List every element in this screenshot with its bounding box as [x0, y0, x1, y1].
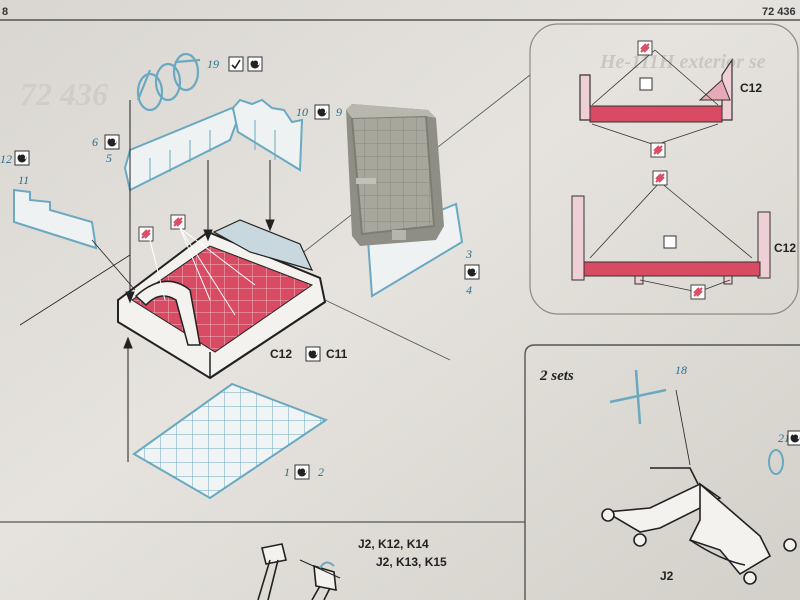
faded-code-text: 72 436 [20, 76, 108, 112]
glue-drop-icon [104, 134, 120, 150]
glue-drop-icon [314, 104, 330, 120]
paint-chip-icon [639, 77, 653, 91]
part-number-11: 11 [18, 173, 29, 187]
paint-chip-icon [138, 226, 154, 242]
part-9-rear-panel [231, 98, 304, 172]
part-number-10: 10 [296, 105, 308, 119]
bend-check-icon [228, 56, 244, 72]
part-number-3: 3 [465, 247, 472, 261]
part-number-9: 9 [336, 105, 342, 119]
part-ref-c11-tub: C11 [326, 347, 348, 361]
part-number-21: 21 [778, 431, 790, 445]
part-ref-c12-lower: C12 [774, 241, 796, 255]
paint-chip-icon [652, 170, 668, 186]
tray-detail-lower [571, 170, 771, 300]
faded-title-text: He-111H exterior se [599, 51, 766, 73]
assembly-arrows [19, 100, 275, 462]
paint-chip-icon [170, 214, 186, 230]
photo-etch-strap [319, 561, 335, 569]
detail-leader-line [324, 299, 451, 361]
part-number-18: 18 [675, 363, 687, 377]
part-number-1: 1 [284, 465, 290, 479]
glue-drop-icon [787, 430, 800, 446]
part-1-floor-plate [132, 382, 329, 500]
part-number-2: 2 [318, 465, 324, 479]
detail-panel-top-right [529, 23, 799, 315]
part-ref-j2-frame: J2 [660, 569, 674, 583]
part-11-side-plate [13, 188, 98, 250]
part-21-disc [768, 449, 784, 475]
part-18-cross [609, 369, 667, 425]
tray-detail-upper [579, 40, 733, 158]
part-19-bracket [136, 52, 201, 112]
assembly-arrow [675, 389, 691, 466]
paint-chip-icon [690, 284, 706, 300]
part-ref-c12-upper: C12 [740, 81, 762, 95]
paint-chip-icon [637, 40, 653, 56]
page-number-left: 8 [2, 6, 8, 18]
part-ref-c12-tub: C12 [270, 347, 292, 361]
glue-drop-icon [247, 56, 263, 72]
paint-chip-icon [663, 235, 677, 249]
strut-parts [257, 543, 341, 600]
step-panel-two-sets [524, 344, 800, 600]
part-ref-list-1: J2, K12, K14 [358, 537, 429, 551]
glue-drop-icon [14, 150, 30, 166]
page-number-right: 72 436 [762, 6, 796, 18]
glue-drop-icon [305, 346, 321, 362]
paint-leader-lines [149, 227, 256, 316]
cockpit-tub-assembly [117, 219, 327, 380]
part-number-12: 12 [0, 152, 12, 166]
part-number-5: 5 [106, 151, 112, 165]
paint-chip-icon [650, 142, 666, 158]
two-sets-heading: 2 sets [539, 368, 574, 384]
j2-frame-part [601, 467, 797, 585]
plastic-tray-part [346, 104, 444, 246]
part-ref-list-2: J2, K13, K15 [376, 555, 447, 569]
glue-drop-icon [294, 464, 310, 480]
glue-drop-icon [464, 264, 480, 280]
part-number-4: 4 [466, 283, 472, 297]
part-number-6: 6 [92, 135, 98, 149]
part-number-19: 19 [207, 57, 219, 71]
